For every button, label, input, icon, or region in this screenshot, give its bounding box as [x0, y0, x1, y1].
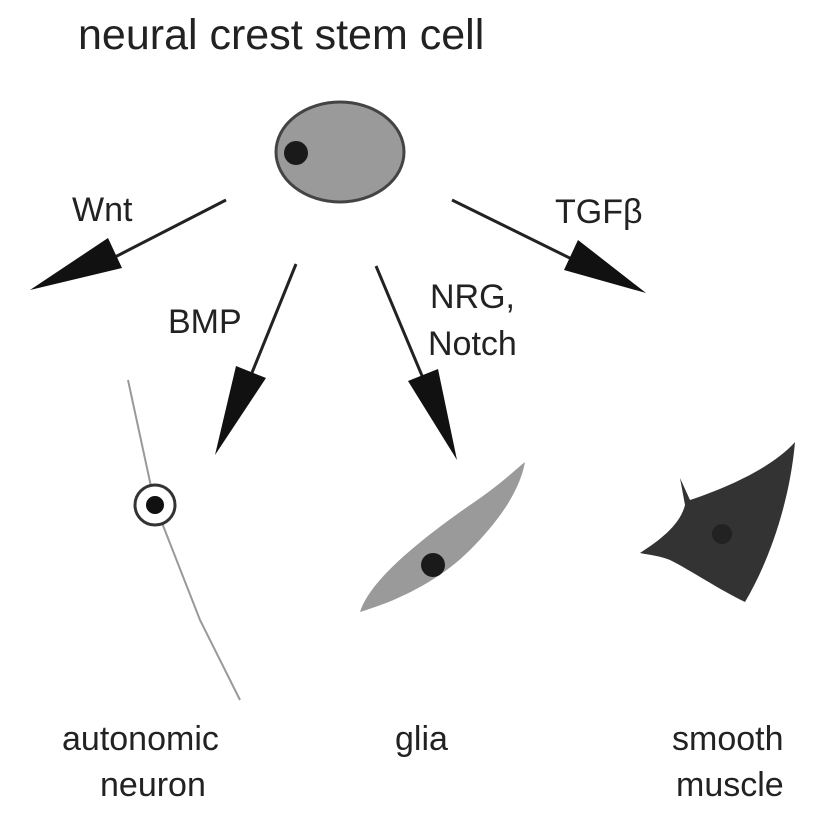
- label-tgf-beta: TGFβ: [555, 193, 643, 231]
- smooth-muscle-cell: [640, 442, 795, 602]
- nrg-arrow-shaft: [374, 265, 430, 391]
- label-neuron: neuron: [100, 766, 206, 804]
- stem-cell-nucleus: [284, 141, 308, 165]
- label-wnt: Wnt: [72, 191, 133, 229]
- tgf-arrow-shaft: [451, 198, 591, 270]
- label-glia: glia: [395, 720, 448, 758]
- label-nrg: NRG,: [430, 278, 515, 316]
- smooth-muscle-nucleus: [712, 524, 732, 544]
- nrg-arrow-head: [408, 369, 457, 460]
- label-autonomic: autonomic: [62, 720, 219, 758]
- tgf-arrow-head: [564, 240, 646, 293]
- wnt-arrow-head: [30, 238, 122, 290]
- bmp-arrow-head: [215, 366, 266, 455]
- label-smooth: smooth: [672, 720, 784, 758]
- neuron-axon: [127, 379, 241, 701]
- glia-nucleus: [421, 553, 445, 577]
- stem-cell: [274, 100, 406, 204]
- neuron-nucleus: [146, 496, 164, 514]
- bmp-arrow-shaft: [243, 263, 298, 391]
- label-muscle: muscle: [676, 766, 784, 804]
- label-notch: Notch: [428, 325, 517, 363]
- label-bmp: BMP: [168, 303, 242, 341]
- diagram-title: neural crest stem cell: [78, 11, 485, 59]
- glia-cell: [360, 462, 525, 612]
